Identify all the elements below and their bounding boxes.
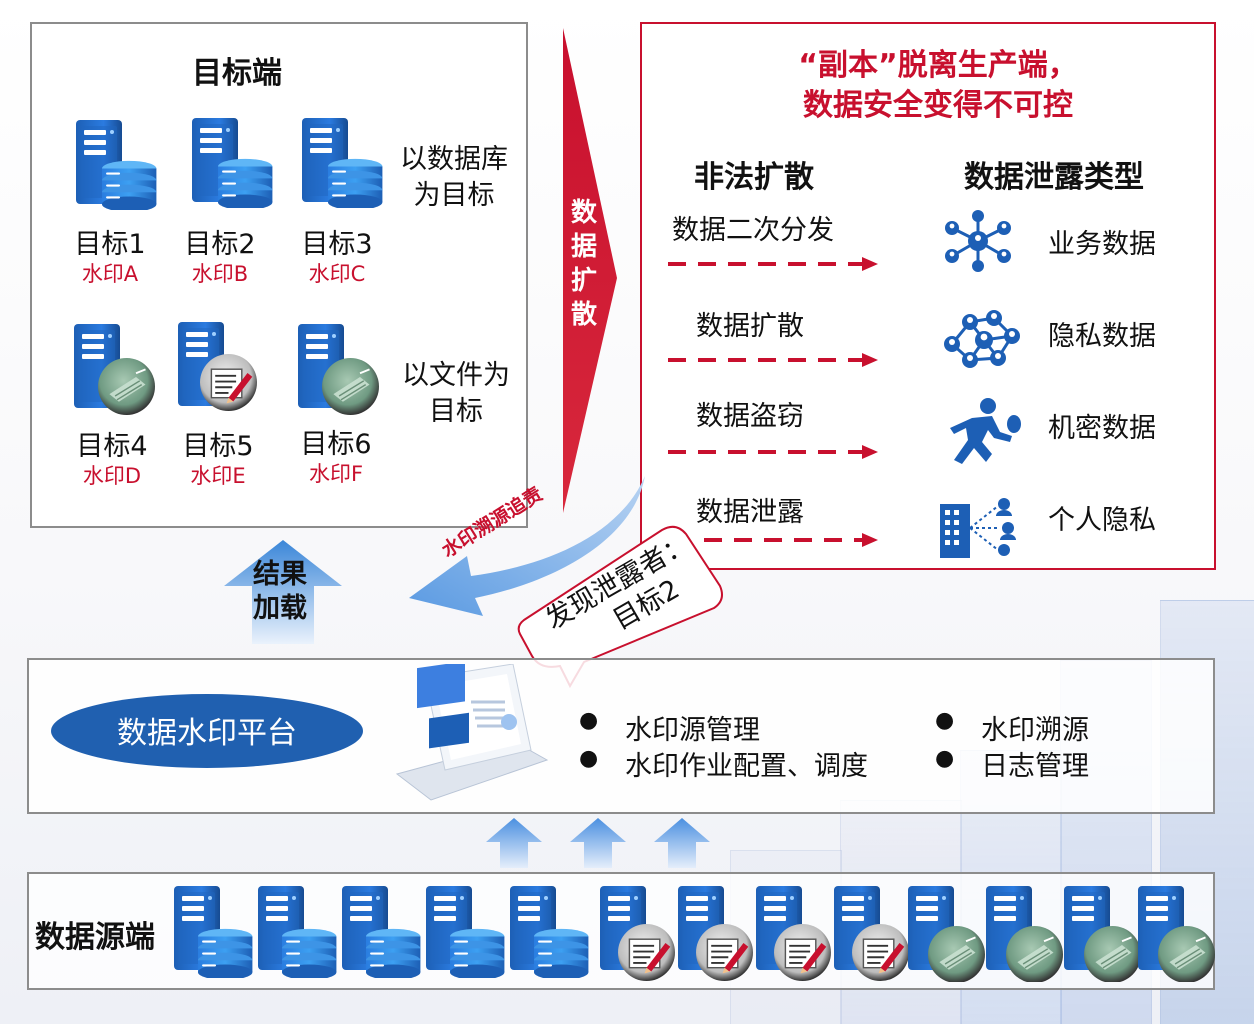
dashed-arrow	[668, 353, 878, 367]
target-label: 目标4	[76, 431, 148, 462]
target-label: 目标2	[184, 229, 256, 260]
database-server-icon	[174, 886, 254, 978]
source-server-row	[170, 884, 1220, 984]
document-server-icon	[834, 886, 910, 982]
risk-headline: “副本”脱离生产端，数据安全变得不可控	[798, 48, 1078, 123]
feature-label: 水印源管理	[625, 715, 760, 746]
data-spread-arrow	[563, 28, 617, 513]
leak-type-label: 个人隐私	[1048, 505, 1156, 536]
up-arrow	[570, 818, 626, 868]
source-title: 数据源端	[35, 920, 155, 955]
file-server-icon	[298, 324, 380, 416]
platform-title-ellipse	[51, 694, 363, 768]
thief-icon	[950, 398, 1021, 464]
laptop-dashboard-icon	[395, 664, 549, 801]
file-server-icon	[1064, 886, 1142, 982]
up-arrow	[486, 818, 542, 868]
result-load-label: 结果加载	[253, 559, 307, 624]
database-server-icon	[76, 120, 158, 210]
action-label: 数据泄露	[696, 497, 804, 528]
file-target-note: 以文件为目标	[402, 360, 510, 427]
platform-title: 数据水印平台	[117, 716, 297, 751]
action-label: 数据二次分发	[672, 215, 834, 246]
leak-type-label: 业务数据	[1048, 229, 1156, 260]
document-server-icon	[756, 886, 832, 982]
watermark-label: 水印D	[82, 464, 142, 488]
file-server-icon	[986, 886, 1064, 982]
file-server-icon	[1138, 886, 1216, 982]
database-target-note: 以数据库为目标	[400, 144, 508, 211]
spread-label: 数据扩散	[570, 198, 597, 330]
target-label: 目标5	[182, 431, 254, 462]
watermark-label: 水印A	[81, 262, 139, 286]
watermark-label: 水印E	[190, 464, 246, 488]
watermark-label: 水印F	[308, 462, 364, 486]
privacy-network-icon	[944, 310, 1020, 368]
file-server-icon	[908, 886, 986, 982]
watermark-label: 水印C	[308, 262, 366, 286]
document-server-icon	[600, 886, 676, 982]
target-label: 目标1	[74, 229, 146, 260]
up-arrow	[654, 818, 710, 868]
trace-arrow	[409, 476, 645, 616]
watermark-label: 水印B	[191, 262, 249, 286]
target-title: 目标端	[192, 56, 282, 91]
document-server-icon	[178, 322, 258, 412]
business-network-icon	[945, 210, 1011, 272]
database-server-icon	[302, 118, 384, 208]
feature-bullet: ●	[579, 746, 599, 771]
action-label: 数据扩散	[696, 311, 804, 342]
database-server-icon	[342, 886, 422, 978]
file-server-icon	[74, 324, 156, 416]
dashed-arrow	[668, 257, 878, 271]
building-people-icon	[940, 498, 1016, 558]
feature-label: 日志管理	[981, 751, 1089, 782]
risk-panel: “副本”脱离生产端，数据安全变得不可控 非法扩散 数据泄露类型 数据二次分发 数…	[640, 22, 1216, 570]
database-server-icon	[192, 118, 274, 208]
feature-label: 水印作业配置、调度	[625, 751, 868, 782]
dashed-arrow	[668, 445, 878, 459]
database-server-icon	[258, 886, 338, 978]
feature-bullet: ●	[579, 708, 599, 733]
action-label: 数据盗窃	[696, 401, 804, 432]
target-panel: 目标端 目标1 水印A 目标2 水印B 目标3 水印C 以数据库为目标 目标4 …	[30, 22, 528, 528]
database-server-icon	[426, 886, 506, 978]
dashed-arrow	[704, 533, 878, 547]
feature-label: 水印溯源	[981, 715, 1089, 746]
document-server-icon	[678, 886, 754, 982]
platform-panel: 数据水印平台 ● 水印源管理 ● 水印作业配置、调度 ● 水印溯源 ● 日志管理	[27, 658, 1215, 814]
feature-bullet: ●	[935, 708, 955, 733]
leak-type-label: 机密数据	[1048, 413, 1156, 444]
feature-bullet: ●	[935, 746, 955, 771]
result-load-arrow	[224, 540, 342, 644]
target-label: 目标6	[300, 429, 372, 460]
illegal-spread-header: 非法扩散	[694, 160, 814, 195]
database-server-icon	[510, 886, 590, 978]
target-label: 目标3	[301, 229, 373, 260]
leak-type-header: 数据泄露类型	[964, 160, 1144, 195]
leak-type-label: 隐私数据	[1048, 321, 1156, 352]
